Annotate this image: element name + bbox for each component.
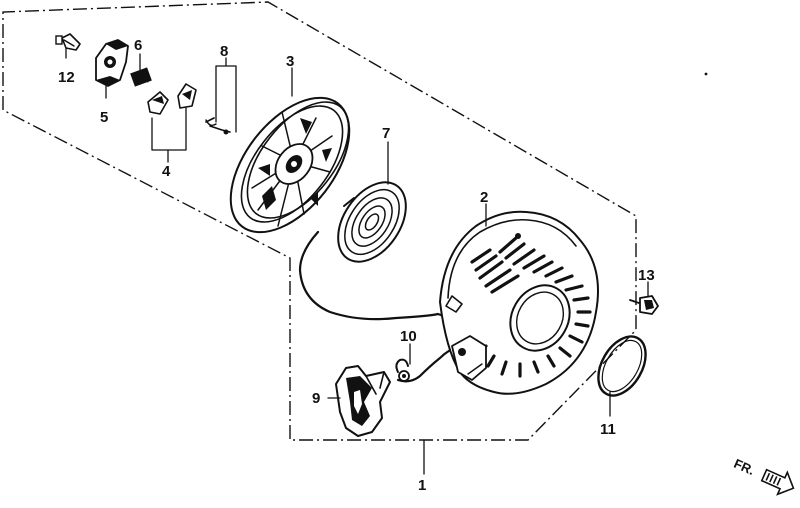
part-12-pin — [55, 33, 81, 51]
label-part-8: 8 — [220, 43, 228, 60]
label-part-2: 2 — [480, 189, 488, 206]
label-part-9: 9 — [312, 390, 320, 407]
part-8-spring-clip — [205, 117, 231, 135]
part-5-ratchet — [95, 39, 129, 87]
label-part-1: 1 — [418, 477, 426, 494]
part-6-spring — [130, 67, 152, 87]
part-3-reel — [229, 96, 351, 234]
assembly-outline — [2, 1, 637, 441]
label-part-7: 7 — [382, 125, 390, 142]
starter-rope — [298, 230, 464, 383]
part-2-starter-case — [439, 210, 599, 395]
label-part-12: 12 — [58, 69, 75, 86]
front-direction-marker: FR. — [732, 456, 795, 496]
speck — [704, 72, 708, 76]
part-10-knot — [395, 358, 410, 382]
part-13-bolt — [629, 295, 659, 315]
label-part-3: 3 — [286, 53, 294, 70]
front-arrow-icon — [760, 468, 795, 496]
label-part-10: 10 — [400, 328, 417, 345]
label-part-4: 4 — [162, 163, 171, 180]
label-part-6: 6 — [134, 37, 142, 54]
leader-lines — [65, 47, 649, 475]
label-part-5: 5 — [100, 109, 108, 126]
part-4-pawls — [147, 83, 197, 115]
part-9-starter-grip — [335, 365, 391, 437]
front-direction-label: FR. — [732, 456, 757, 478]
label-part-11: 11 — [600, 421, 616, 438]
part-11-o-ring — [597, 335, 647, 397]
part-7-recoil-spring — [337, 181, 407, 263]
label-part-13: 13 — [638, 267, 655, 284]
